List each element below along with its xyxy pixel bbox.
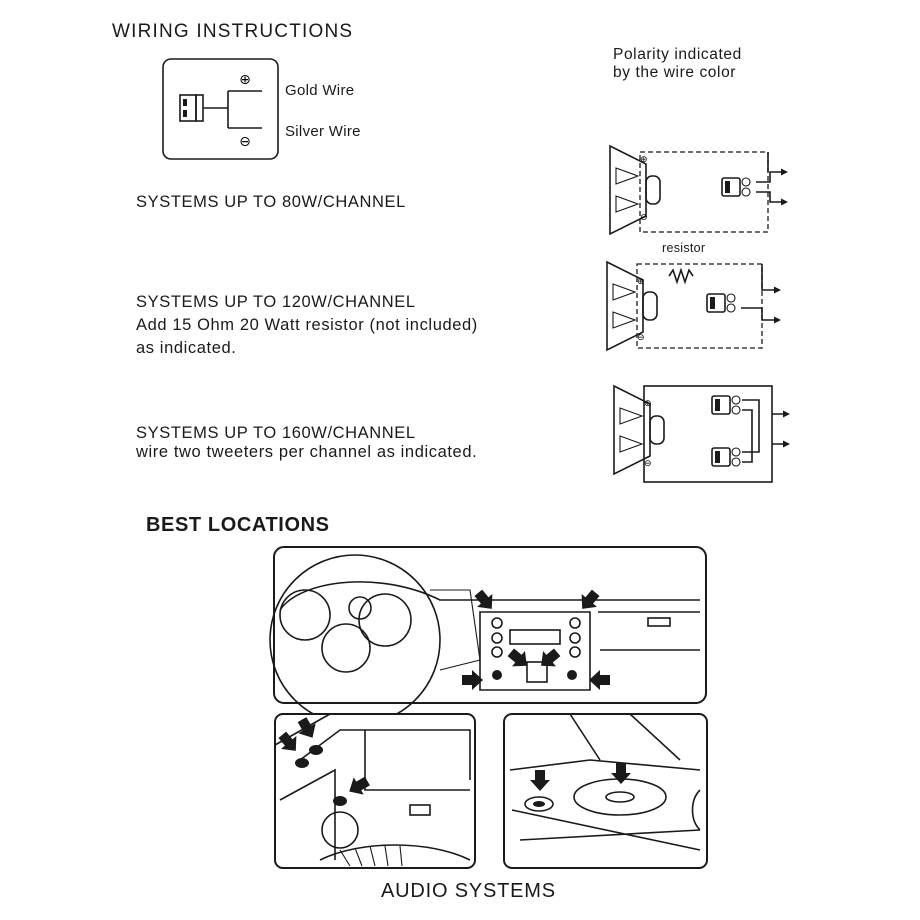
svg-text:⊖: ⊖ xyxy=(637,333,645,343)
svg-text:⊕: ⊕ xyxy=(640,155,648,165)
dashboard-illustration xyxy=(269,546,707,726)
resistor-label: resistor xyxy=(662,241,706,255)
door-illustration xyxy=(274,713,476,869)
gold-wire-label: Gold Wire xyxy=(285,82,355,99)
wiring-instructions-title: WIRING INSTRUCTIONS xyxy=(112,21,354,42)
system-160w-heading: SYSTEMS UP TO 160W/CHANNEL xyxy=(136,424,416,442)
audio-systems-caption: AUDIO SYSTEMS xyxy=(381,880,556,902)
minus-icon: ⊖ xyxy=(239,134,251,150)
wiring-diagram-160w: ⊕ ⊖ xyxy=(613,385,790,483)
wiring-diagram-80w: ⊕ ⊖ xyxy=(609,145,788,235)
rear-deck-illustration xyxy=(503,713,708,869)
svg-text:⊕: ⊕ xyxy=(637,277,645,287)
svg-text:⊖: ⊖ xyxy=(640,213,648,223)
polarity-note-line2: by the wire color xyxy=(613,64,737,81)
system-120w-heading: SYSTEMS UP TO 120W/CHANNEL xyxy=(136,293,416,311)
system-120w-instruction: Add 15 Ohm 20 Watt resistor (not include… xyxy=(136,316,478,334)
best-locations-title: BEST LOCATIONS xyxy=(146,514,330,536)
silver-wire-label: Silver Wire xyxy=(285,123,361,140)
resistor-symbol xyxy=(668,267,694,285)
system-80w-heading: SYSTEMS UP TO 80W/CHANNEL xyxy=(136,193,406,211)
svg-text:⊕: ⊕ xyxy=(644,399,652,409)
system-120w-instruction-cont: as indicated. xyxy=(136,339,237,357)
polarity-note-line1: Polarity indicated xyxy=(613,46,742,63)
system-160w-instruction: wire two tweeters per channel as indicat… xyxy=(136,443,478,461)
crossover-wire-diagram: ⊕ ⊖ xyxy=(162,58,279,160)
plus-icon: ⊕ xyxy=(239,72,251,88)
svg-text:⊖: ⊖ xyxy=(644,459,652,469)
wiring-diagram-120w: ⊕ ⊖ xyxy=(606,261,781,351)
